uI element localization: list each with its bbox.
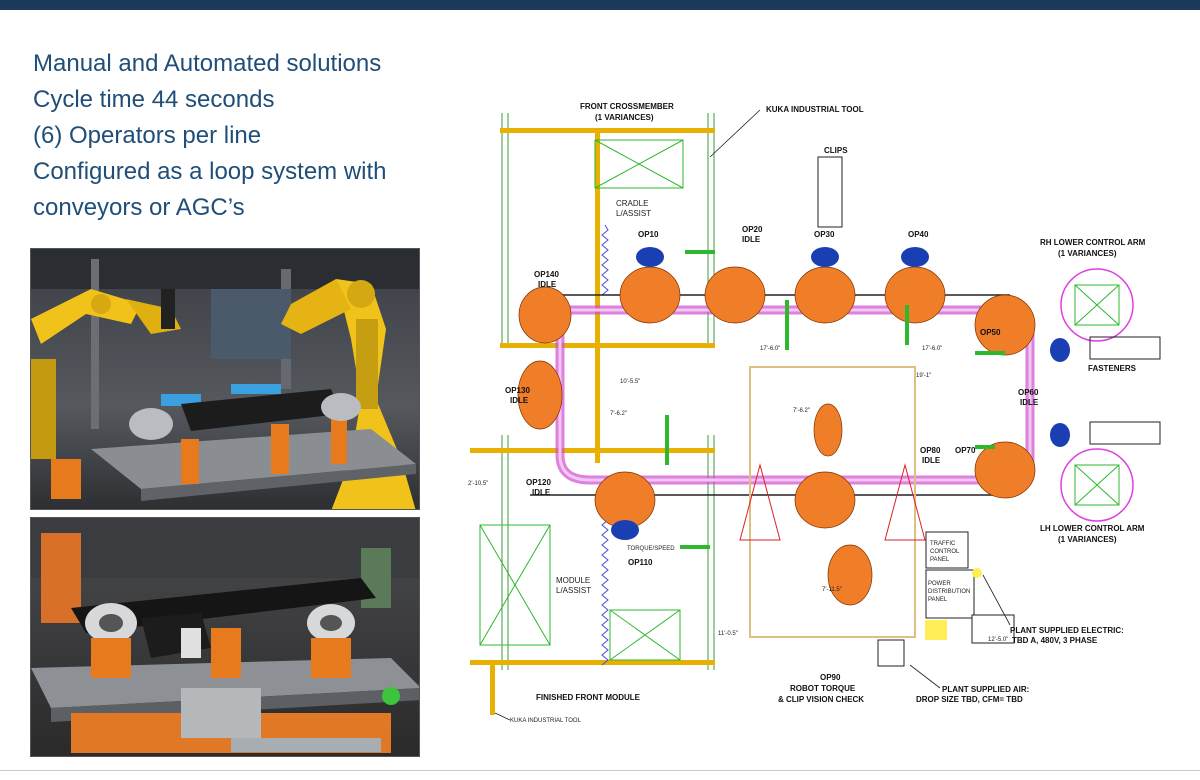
op60-idle-label: IDLE <box>1020 398 1039 407</box>
rh-arm-variance: (1 VARIANCES) <box>1058 249 1117 258</box>
footer-divider <box>0 770 1200 771</box>
fasteners-label: FASTENERS <box>1088 364 1137 373</box>
op70-label: OP70 <box>955 446 976 455</box>
dim-label: 17'-6.0" <box>760 346 780 352</box>
cradle-assist-label: L/ASSIST <box>616 209 651 218</box>
op10-label: OP10 <box>638 230 659 239</box>
dim-label: 19'-1" <box>916 373 931 379</box>
bullet-line: Configured as a loop system with <box>33 158 387 185</box>
bullet-line: (6) Operators per line <box>33 122 262 149</box>
op30-label: OP30 <box>814 230 835 239</box>
op80-label: OP80 <box>920 446 941 455</box>
kuka-label-bottom: KUKA INDUSTRIAL TOOL <box>510 718 582 724</box>
rh-arm-label: RH LOWER CONTROL ARM <box>1040 238 1146 247</box>
header-bar <box>0 0 1200 10</box>
op40-label: OP40 <box>908 230 929 239</box>
plant-air-label: PLANT SUPPLIED AIR: <box>942 685 1029 694</box>
op140-idle-label: IDLE <box>538 280 557 289</box>
op130-label: OP130 <box>505 386 530 395</box>
dim-label: 7'-11.5" <box>822 587 842 593</box>
dim-label: 7'-6.2" <box>610 411 627 417</box>
front-crossmember-variance: (1 VARIANCES) <box>595 113 654 122</box>
power-panel-label: DISTRIBUTION <box>928 589 970 595</box>
op60-label: OP60 <box>1018 388 1039 397</box>
op110-label: OP110 <box>628 558 653 567</box>
dim-label: 2'-10.5" <box>468 481 488 487</box>
lh-arm-label: LH LOWER CONTROL ARM <box>1040 524 1145 533</box>
op120-label: OP120 <box>526 478 551 487</box>
traffic-panel-label: PANEL <box>930 557 950 563</box>
cradle-label: CRADLE <box>616 199 648 208</box>
front-crossmember-label: FRONT CROSSMEMBER <box>580 102 674 111</box>
power-panel-label: POWER <box>928 581 951 587</box>
traffic-panel-label: CONTROL <box>930 549 960 555</box>
module-label: MODULE <box>556 576 590 585</box>
module-assist-label: L/ASSIST <box>556 586 591 595</box>
dim-label: 17'-6.0" <box>922 346 942 352</box>
traffic-panel-label: TRAFFIC <box>930 541 956 547</box>
dim-label: 11'-0.5" <box>718 631 738 637</box>
bullet-line: Manual and Automated solutions <box>33 50 382 77</box>
dim-label: 12'-5.0" <box>988 637 1008 643</box>
op20-idle-label: IDLE <box>742 235 761 244</box>
op50-label: OP50 <box>980 328 1001 337</box>
op140-label: OP140 <box>534 270 559 279</box>
fixture-photo <box>30 517 420 757</box>
clip-vision-label: & CLIP VISION CHECK <box>778 695 864 704</box>
op20-label: OP20 <box>742 225 763 234</box>
bullet-list: Manual and Automated solutions Cycle tim… <box>33 46 453 226</box>
op80-idle-label: IDLE <box>922 456 941 465</box>
dim-label: 7'-6.2" <box>793 408 810 414</box>
robot-cell-photo <box>30 248 420 510</box>
clips-label: CLIPS <box>824 146 848 155</box>
op90-label: OP90 <box>820 673 841 682</box>
bullet-line: Cycle time 44 seconds <box>33 86 275 113</box>
plant-air-spec: DROP SIZE TBD, CFM= TBD <box>916 695 1023 704</box>
kuka-label-top: KUKA INDUSTRIAL TOOL <box>766 105 864 114</box>
op130-idle-label: IDLE <box>510 396 529 405</box>
dim-label: 10'-5.5" <box>620 379 640 385</box>
power-panel-label: PANEL <box>928 597 948 603</box>
finished-module-label: FINISHED FRONT MODULE <box>536 693 641 702</box>
robot-torque-label: ROBOT TORQUE <box>790 684 856 693</box>
bullet-line: conveyors or AGC’s <box>33 194 245 221</box>
torque-box-label: TORQUE/SPEED <box>627 546 675 552</box>
layout-drawing: FRONT CROSSMEMBER (1 VARIANCES) KUKA IND… <box>450 95 1195 735</box>
plant-electric-spec: TBD A, 480V, 3 PHASE <box>1012 636 1098 645</box>
lh-arm-variance: (1 VARIANCES) <box>1058 535 1117 544</box>
plant-electric-label: PLANT SUPPLIED ELECTRIC: <box>1010 626 1124 635</box>
op120-idle-label: IDLE <box>532 488 551 497</box>
